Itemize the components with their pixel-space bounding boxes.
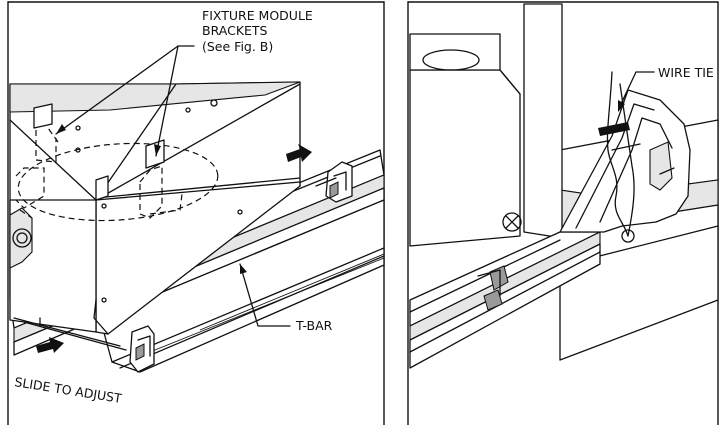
leader-line-wire-tie [619,71,655,107]
rail-clip-lower [13,317,155,373]
dashed-bracket-outline [15,120,219,222]
callout-brackets-line1: FIXTURE MODULE [202,8,313,23]
rail-clip-upper [315,161,353,203]
callout-t-bar: T-BAR [295,318,333,333]
callout-wire-tie: WIRE TIE [658,65,714,80]
fixture-module-housing [9,81,301,335]
bracket-detail [409,89,691,369]
slide-arrow-right-icon [286,144,312,162]
callout-brackets-line3: (See Fig. B) [202,39,273,54]
slide-arrow-left-icon [36,337,64,353]
wire-tie [598,71,641,237]
callout-brackets-line2: BRACKETS [202,23,268,38]
leader-lines-left [55,45,291,327]
right-panel: WIRE TIE [407,1,719,425]
fixture-housing-detail [409,3,563,247]
left-panel: FIXTURE MODULE BRACKETS (See Fig. B) T-B… [7,1,385,425]
leader-arrow-wire-tie-icon [618,100,625,112]
module-bracket-tabs [33,103,165,201]
